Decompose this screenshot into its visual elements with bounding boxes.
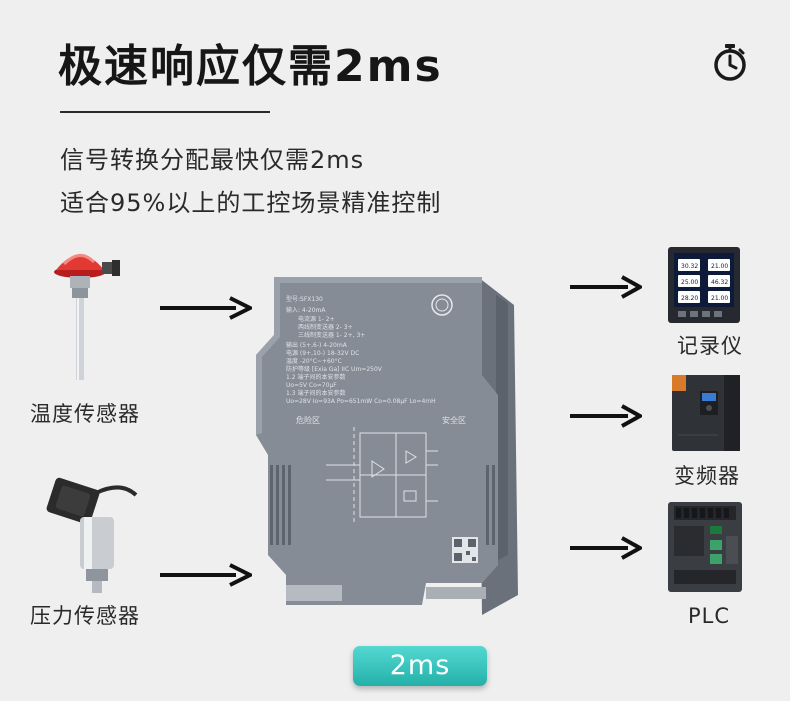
stopwatch-icon (714, 44, 746, 81)
output-arrow-inverter (570, 404, 642, 428)
module-spec-line: 输出 (5+,6-) 4-20mA (286, 341, 348, 349)
inverter-image (672, 375, 740, 451)
recorder-value: 30.32 (681, 263, 698, 270)
plc-image (668, 502, 742, 592)
signal-isolator-module: 型号:SFX130 输入: 4-20mA 电流源 1- 2+ 两线制变送器 2-… (256, 277, 518, 615)
module-model-text: 型号:SFX130 (286, 295, 323, 303)
recorder-value: 21.00 (711, 295, 728, 302)
input-arrow-top (160, 296, 252, 320)
module-spec-line: Uo=28V Io=93A Po=651mW Co=0.08μF Lo=4mH (286, 398, 436, 405)
module-spec-line: 温度 -20°C~+60°C (286, 357, 342, 365)
recorder-label: 记录仪 (677, 334, 743, 358)
page-title: 极速响应仅需2ms (58, 41, 443, 92)
module-spec-line: 1.3 端子间的本安参数 (286, 389, 345, 397)
output-arrow-recorder (570, 275, 642, 299)
module-spec-line: 三线制变送器 1- 2+, 3+ (298, 331, 365, 339)
module-spec-line: 防护等级 [Exia Ga] IIC Um=250V (286, 365, 383, 373)
module-spec-line: 1.2 端子间的本安参数 (286, 373, 345, 381)
subtitle-line-1: 信号转换分配最快仅需2ms (60, 146, 365, 174)
title-underline (60, 111, 270, 113)
pressure-sensor-label: 压力传感器 (30, 604, 140, 628)
module-spec-line: Uo=5V Co=70μF (286, 382, 337, 389)
temperature-sensor-image (54, 254, 120, 380)
module-spec-line: 两线制变送器 2- 3+ (298, 323, 353, 331)
recorder-value: 21.00 (711, 263, 728, 270)
module-spec-line: 电源 (9+,10-) 18-32V DC (286, 349, 359, 357)
response-time-badge: 2ms (353, 646, 487, 686)
recorder-value: 28.20 (681, 295, 698, 302)
output-arrow-plc (570, 536, 642, 560)
plc-label: PLC (688, 604, 731, 628)
recorder-value: 46.32 (711, 279, 728, 286)
module-spec-line: 输入: 4-20mA (286, 306, 326, 314)
hazard-zone-label: 危险区 (296, 415, 320, 425)
module-spec-line: 电流源 1- 2+ (298, 315, 335, 323)
temperature-sensor-label: 温度传感器 (30, 402, 140, 426)
pressure-sensor-image (46, 477, 138, 593)
safe-zone-label: 安全区 (442, 415, 466, 425)
subtitle-line-2: 适合95%以上的工控场景精准控制 (60, 189, 442, 217)
inverter-label: 变频器 (674, 464, 740, 488)
recorder-image: 30.32 21.00 25.00 46.32 28.20 21.00 (668, 247, 740, 323)
input-arrow-bottom (160, 563, 252, 587)
recorder-value: 25.00 (681, 279, 698, 286)
